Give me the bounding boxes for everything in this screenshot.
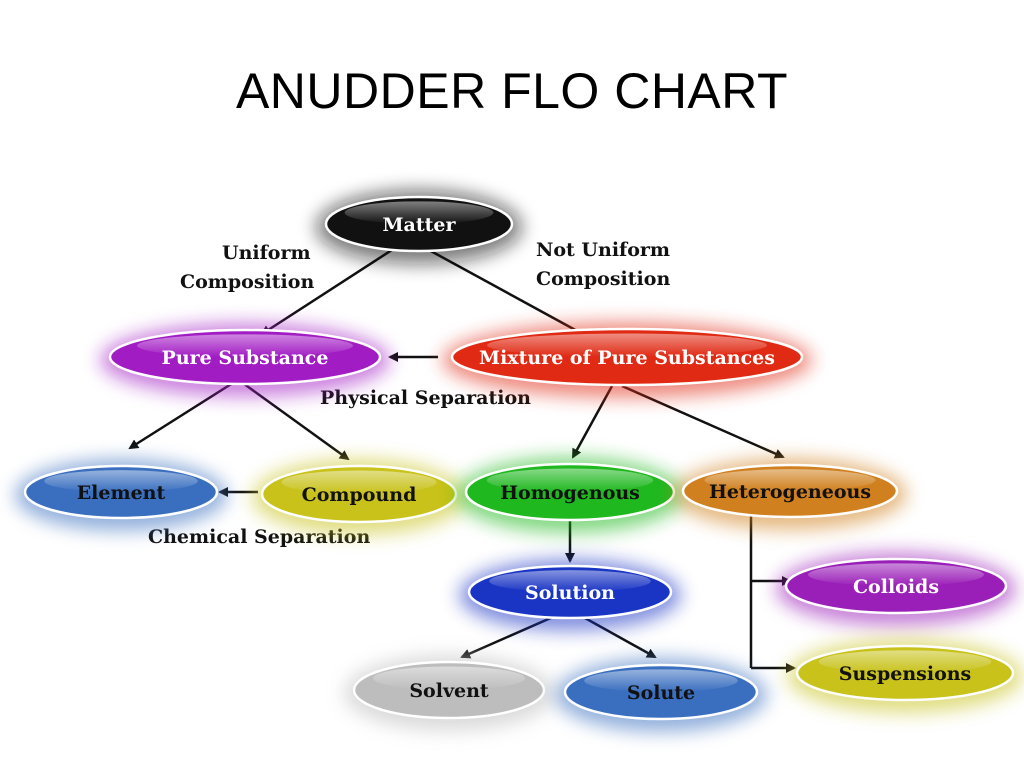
node-homogenous: Homogenous [456, 457, 684, 533]
slide-title: ANUDDER FLO CHART [235, 63, 789, 119]
node-highlight [704, 469, 876, 491]
node-highlight [489, 570, 651, 593]
node-heterogeneous-label: Heterogeneous [709, 481, 871, 503]
node-homogenous-label: Homogenous [500, 482, 640, 504]
node-highlight [487, 333, 767, 357]
not-uniform-composition-label-line2: Composition [536, 268, 670, 290]
node-compound-label: Compound [302, 484, 417, 506]
arrows [128, 242, 796, 673]
uniform-composition-label-line1: Uniform [222, 242, 311, 264]
node-suspensions: Suspensions [787, 639, 1023, 713]
node-solute: Solute [555, 658, 767, 732]
node-colloids-label: Colloids [853, 576, 939, 598]
node-solvent: Solvent [344, 655, 554, 731]
node-solution: Solution [459, 559, 681, 631]
node-colloids: Colloids [776, 552, 1016, 626]
physical-separation-label: Physical Separation [320, 387, 531, 409]
node-matter: Matter [316, 190, 522, 264]
node-mixture-label: Mixture of Pure Substances [479, 347, 775, 369]
node-solute-label: Solute [627, 682, 695, 704]
node-solution-label: Solution [525, 582, 615, 604]
node-highlight [584, 669, 738, 692]
node-highlight [818, 650, 992, 673]
node-mixture: Mixture of Pure Substances [442, 322, 812, 398]
node-matter-label: Matter [383, 214, 457, 236]
uniform-composition-label-line2: Composition [180, 271, 314, 293]
node-highlight [344, 201, 494, 224]
node-highlight [281, 470, 437, 494]
nodes: Matter Pure Substance Mixture of Pure Su… [15, 190, 1023, 732]
node-highlight [486, 468, 654, 492]
node-element-label: Element [77, 482, 166, 504]
node-heterogeneous: Heterogeneous [673, 458, 907, 530]
node-highlight [137, 334, 353, 357]
node-compound: Compound [252, 459, 466, 535]
node-suspensions-label: Suspensions [839, 663, 972, 685]
arrow-mixture-to-heterogeneous [621, 384, 785, 459]
node-pure-substance: Pure Substance [100, 323, 390, 397]
node-highlight [808, 563, 984, 586]
arrow-matter-to-pure-substance [260, 244, 399, 336]
arrow-mixture-to-homogenous [571, 385, 614, 459]
node-pure-substance-label: Pure Substance [162, 347, 329, 369]
node-highlight [44, 470, 198, 492]
node-highlight [373, 666, 525, 690]
not-uniform-composition-label-line1: Not Uniform [536, 239, 670, 261]
node-solvent-label: Solvent [409, 680, 489, 702]
node-element: Element [15, 459, 227, 531]
